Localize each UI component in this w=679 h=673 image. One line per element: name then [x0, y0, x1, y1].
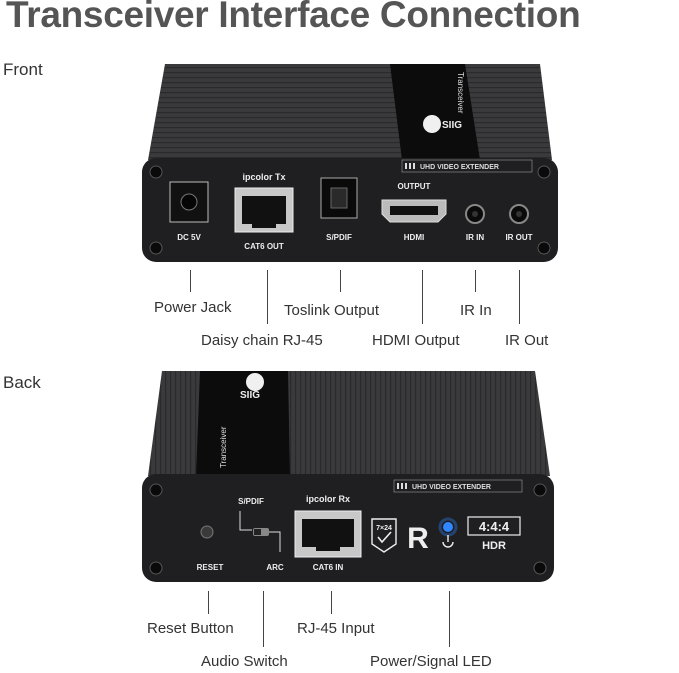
- svg-text:OUTPUT: OUTPUT: [398, 182, 431, 191]
- back-model-strip: [393, 479, 523, 493]
- check-icon: [377, 531, 392, 544]
- leader-line: [190, 270, 191, 292]
- front-device-top: [148, 64, 552, 160]
- uptime-badge: [371, 518, 397, 553]
- r-badge: R: [407, 522, 429, 555]
- power-signal-led: [443, 522, 453, 532]
- leader-line: [331, 591, 332, 614]
- page-title: Transceiver Interface Connection: [6, 0, 581, 35]
- leader-line: [519, 270, 520, 324]
- hdr-badge: [467, 516, 521, 536]
- svg-text:ipcolor Tx: ipcolor Tx: [242, 172, 285, 182]
- callout-hdmi-output: HDMI Output: [372, 332, 460, 349]
- front-model-strip: [401, 159, 533, 173]
- back-device-image: Transceiver SIIG UHD VIDEO EXTENDER RESE…: [142, 371, 554, 582]
- screw-icon: [149, 483, 163, 497]
- callout-power-signal-led: Power/Signal LED: [370, 653, 492, 670]
- callout-reset-button: Reset Button: [147, 620, 234, 637]
- svg-text:ARC: ARC: [266, 563, 284, 572]
- screw-icon: [533, 561, 547, 575]
- siig-logo-icon: [246, 373, 264, 391]
- front-top-label: Transceiver: [456, 72, 465, 114]
- leader-line: [449, 591, 450, 647]
- svg-text:IR OUT: IR OUT: [505, 233, 532, 242]
- back-top-label: Transceiver: [219, 426, 228, 468]
- svg-text:IR IN: IR IN: [466, 233, 484, 242]
- leader-line: [422, 270, 423, 324]
- callout-audio-switch: Audio Switch: [201, 653, 288, 670]
- svg-text:S/PDIF: S/PDIF: [326, 233, 352, 242]
- svg-text:UHD VIDEO EXTENDER: UHD VIDEO EXTENDER: [420, 164, 499, 171]
- svg-text:HDMI: HDMI: [404, 233, 424, 242]
- leader-line: [208, 591, 209, 614]
- screw-icon: [149, 165, 163, 179]
- reset-button: [200, 525, 214, 539]
- screw-icon: [533, 483, 547, 497]
- back-brand: SIIG: [240, 390, 260, 401]
- front-brand: SIIG: [442, 120, 462, 131]
- svg-text:HDR: HDR: [482, 540, 506, 552]
- leader-line: [340, 270, 341, 292]
- leader-line: [475, 270, 476, 292]
- front-label-stripe: [390, 64, 480, 160]
- callout-power-jack: Power Jack: [154, 299, 232, 316]
- siig-logo-icon: [423, 115, 441, 133]
- svg-text:ipcolor Rx: ipcolor Rx: [306, 494, 350, 504]
- back-label-stripe: [196, 371, 290, 476]
- callout-rj45-input: RJ-45 Input: [297, 620, 375, 637]
- screw-icon: [537, 165, 551, 179]
- svg-text:4:4:4: 4:4:4: [479, 519, 510, 534]
- leader-line: [263, 591, 264, 647]
- svg-text:RESET: RESET: [197, 563, 224, 572]
- screw-icon: [149, 561, 163, 575]
- svg-text:7×24: 7×24: [376, 525, 392, 532]
- power-icon: [442, 541, 454, 548]
- leader-line: [267, 270, 268, 324]
- front-device-image: Transceiver SIIG UHD VIDEO EXTENDER DC 5…: [142, 64, 558, 262]
- svg-text:CAT6 OUT: CAT6 OUT: [244, 242, 284, 251]
- svg-text:S/PDIF: S/PDIF: [238, 497, 264, 506]
- screw-icon: [149, 241, 163, 255]
- svg-text:CAT6 IN: CAT6 IN: [313, 563, 344, 572]
- callout-ir-out: IR Out: [505, 332, 549, 349]
- front-section-label: Front: [3, 60, 43, 79]
- callout-toslink-output: Toslink Output: [284, 302, 380, 319]
- svg-text:DC 5V: DC 5V: [177, 233, 201, 242]
- svg-text:UHD VIDEO EXTENDER: UHD VIDEO EXTENDER: [412, 484, 491, 491]
- screw-icon: [537, 241, 551, 255]
- callout-daisy-chain: Daisy chain RJ-45: [201, 332, 323, 349]
- back-section-label: Back: [3, 373, 41, 392]
- callout-ir-in: IR In: [460, 302, 492, 319]
